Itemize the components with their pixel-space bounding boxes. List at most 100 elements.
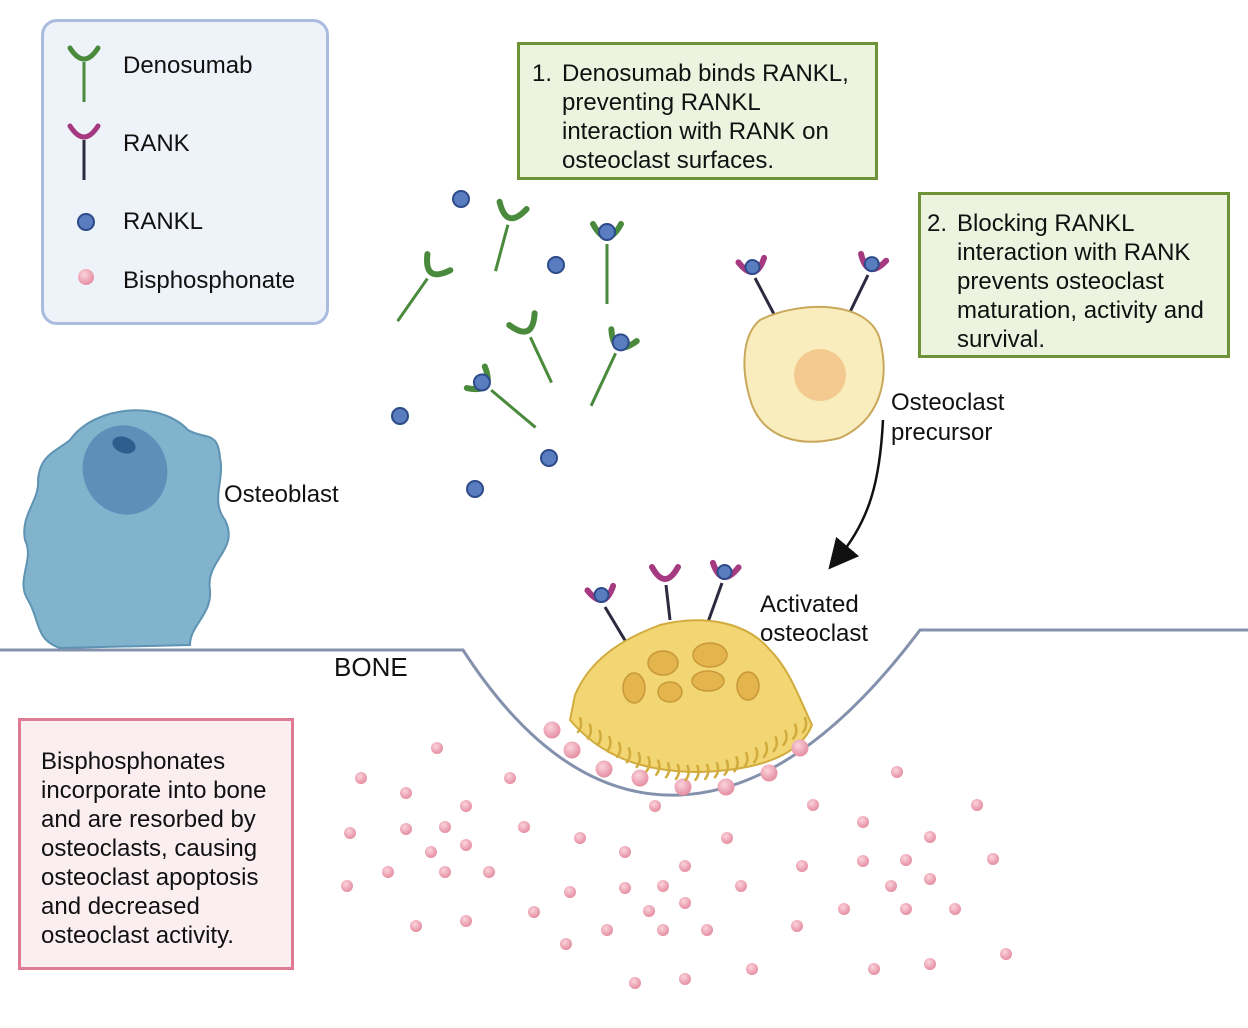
precursor-label-line1: Osteoclast — [891, 389, 1005, 416]
osteoclast-precursor-cell — [743, 274, 885, 443]
bisphosphonate-dot — [900, 903, 912, 915]
bisphosphonate-dot — [679, 897, 691, 909]
bisphosphonate-dot — [344, 827, 356, 839]
legend-label-rankl: RANKL — [123, 208, 204, 235]
rank-receptor — [584, 582, 617, 604]
activated-label-line2: osteoclast — [760, 620, 869, 647]
antibody-layer — [396, 198, 640, 429]
bisphosphonate-dot — [355, 772, 367, 784]
rankl-layer — [391, 190, 565, 498]
bisphosphonate-dot — [400, 823, 412, 835]
bisphosphonate-dot — [891, 766, 903, 778]
rankl-dot — [547, 256, 565, 274]
bisphosphonate-dot — [807, 799, 819, 811]
activated-osteoclast-cell — [568, 582, 814, 774]
legend-icons — [67, 45, 101, 285]
bisphosphonate-dot — [619, 882, 631, 894]
bisphosphonate-dot — [924, 873, 936, 885]
note2-text: Blocking RANKL interaction with RANK pre… — [957, 210, 1204, 353]
rank-receptor-icon — [67, 123, 101, 180]
bisphosphonate-dot — [657, 924, 669, 936]
bound-rankl-dot — [863, 256, 880, 273]
note1-text: Denosumab binds RANKL, preventing RANKL … — [562, 60, 849, 174]
bisphosphonate-dot — [518, 821, 530, 833]
bisphosphonate-dot — [1000, 948, 1012, 960]
osteoblast-cell — [22, 409, 230, 650]
legend-label-denosumab: Denosumab — [123, 52, 253, 79]
bisphosphonate-dot — [483, 866, 495, 878]
bound-rankl-dot — [744, 259, 761, 276]
bisphosphonate-dot — [679, 860, 691, 872]
bisphosphonate-dot — [631, 769, 649, 787]
bisphosphonate-dot — [924, 958, 936, 970]
bisphosphonate-dot — [439, 821, 451, 833]
bisphosphonate-dot — [563, 741, 581, 759]
bisphosphonate-dot — [701, 924, 713, 936]
bisphosphonate-dot — [717, 778, 735, 796]
bisphosphonate-dot — [560, 938, 572, 950]
bisphosphonate-dot — [657, 880, 669, 892]
bisphosphonate-dot — [971, 799, 983, 811]
bisphosphonate-dot — [382, 866, 394, 878]
legend-label-rank: RANK — [123, 130, 190, 157]
rank-receptor — [858, 250, 890, 273]
bound-rankl-dot — [598, 223, 616, 241]
denosumab-antibody — [589, 326, 640, 407]
note3-text: Bisphosphonates incorporate into bone an… — [41, 748, 267, 949]
rank-receptor — [649, 564, 681, 582]
bound-rankl-dot — [593, 587, 610, 604]
bisphosphonate-dot — [543, 721, 561, 739]
denosumab-antibody — [494, 198, 530, 272]
bisphosphonate-dot — [674, 778, 692, 796]
bound-rankl-dot — [472, 373, 491, 392]
note-denosumab-mechanism: 1. Denosumab binds RANKL, preventing RAN… — [517, 42, 878, 180]
maturation-arrow — [828, 419, 885, 570]
bisphosphonate-dot — [885, 880, 897, 892]
bisphosphonate-dot — [857, 816, 869, 828]
bisphosphonate-dot — [400, 787, 412, 799]
rankl-dot — [540, 449, 558, 467]
bisphosphonate-dot — [900, 854, 912, 866]
bisphosphonate-dot — [460, 800, 472, 812]
bisphosphonate-dot — [425, 846, 437, 858]
bisphosphonate-dot — [987, 853, 999, 865]
bisphosphonate-dot — [791, 739, 809, 757]
bisphosphonate-dot — [629, 977, 641, 989]
bisphosphonate-dot — [838, 903, 850, 915]
denosumab-antibody — [463, 363, 537, 429]
denosumab-icon — [67, 45, 101, 102]
rankl-dot-icon — [77, 213, 95, 231]
rank-receptor — [709, 559, 742, 581]
bisphosphonate-dot — [460, 839, 472, 851]
bisphosphonate-dot — [564, 886, 576, 898]
bound-rankl-dot — [716, 564, 733, 581]
bisphosphonate-dot — [746, 963, 758, 975]
bisphosphonate-dot — [868, 963, 880, 975]
activated-label-line1: Activated — [760, 591, 859, 618]
rankl-dot — [452, 190, 470, 208]
bisphosphonate-dot — [410, 920, 422, 932]
rankl-dot — [391, 407, 409, 425]
ruffled-border — [576, 716, 808, 782]
bisphosphonate-dot — [857, 855, 869, 867]
legend-label-bisphosphonate: Bisphosphonate — [123, 267, 296, 294]
bisphosphonate-dot — [595, 760, 613, 778]
bisphosphonate-dot — [341, 880, 353, 892]
bisphosphonate-dot — [431, 742, 443, 754]
note2-number: 2. — [927, 210, 948, 237]
bisphosphonate-dot — [574, 832, 586, 844]
bisphosphonate-dot — [949, 903, 961, 915]
osteoblast-label: Osteoblast — [224, 481, 339, 508]
bound-rankl-dot — [611, 333, 630, 352]
bisphosphonate-dot — [460, 915, 472, 927]
bisphosphonate-layer — [341, 721, 1012, 989]
bone-label: BONE — [334, 652, 408, 682]
bisphosphonate-dot — [924, 831, 936, 843]
bisphosphonate-dot — [504, 772, 516, 784]
note1-number: 1. — [532, 60, 553, 87]
bisphosphonate-dot — [679, 973, 691, 985]
receptor-layer — [584, 250, 890, 604]
denosumab-antibody — [506, 310, 553, 384]
bisphosphonate-dot — [601, 924, 613, 936]
